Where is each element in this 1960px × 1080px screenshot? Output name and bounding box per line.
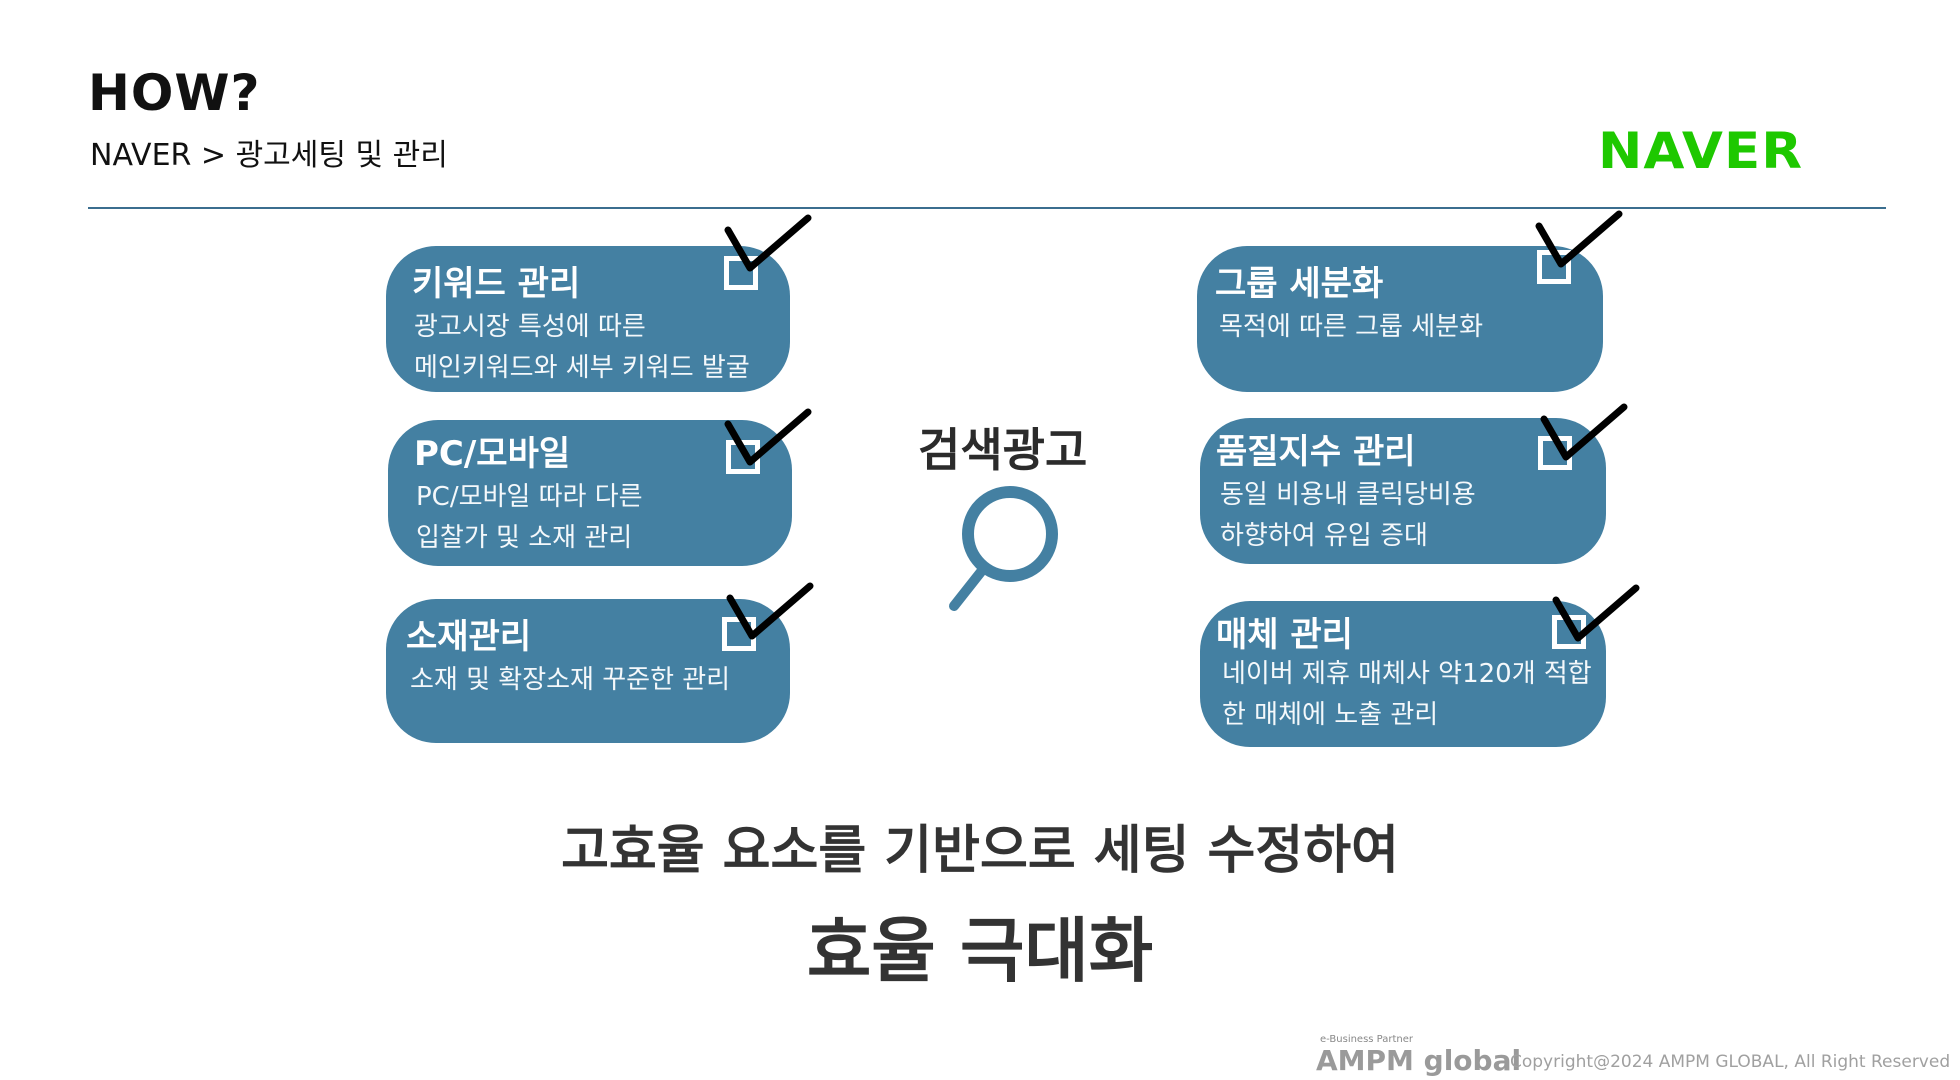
checkmark-icon xyxy=(1535,210,1623,268)
search-icon xyxy=(949,486,1058,611)
footer-partner-label: e-Business Partner xyxy=(1320,1034,1414,1045)
card-description: 메인키워드와 세부 키워드 발굴 xyxy=(414,353,750,383)
footer-brand-logo: AMPM global xyxy=(1316,1044,1522,1077)
checkmark-icon xyxy=(724,408,812,466)
checkmark-icon xyxy=(1552,584,1640,642)
card-keyword-management: 키워드 관리 광고시장 특성에 따른 메인키워드와 세부 키워드 발굴 xyxy=(386,246,790,392)
card-title: 매체 관리 xyxy=(1216,615,1353,655)
card-description: 광고시장 특성에 따른 xyxy=(414,312,646,342)
card-description: 하향하여 유입 증대 xyxy=(1220,521,1428,551)
conclusion-line: 고효율 요소를 기반으로 세팅 수정하여 xyxy=(561,821,1399,881)
card-title: 소재관리 xyxy=(406,617,532,657)
card-quality-score: 품질지수 관리 동일 비용내 클릭당비용 하향하여 유입 증대 xyxy=(1200,418,1606,564)
card-title: PC/모바일 xyxy=(414,434,571,474)
card-title: 그룹 세분화 xyxy=(1215,264,1384,304)
card-description: 입찰가 및 소재 관리 xyxy=(416,523,633,553)
card-description: 한 매체에 노출 관리 xyxy=(1222,700,1439,730)
card-description: 목적에 따른 그룹 세분화 xyxy=(1219,312,1483,342)
card-media-management: 매체 관리 네이버 제휴 매체사 약120개 적합 한 매체에 노출 관리 xyxy=(1200,601,1606,747)
card-group-segmentation: 그룹 세분화 목적에 따른 그룹 세분화 xyxy=(1197,246,1603,392)
card-creative-management: 소재관리 소재 및 확장소재 꾸준한 관리 xyxy=(386,599,790,743)
card-title: 키워드 관리 xyxy=(412,264,581,304)
conclusion-headline: 효율 극대화 xyxy=(806,910,1154,992)
naver-logo: NAVER xyxy=(1598,122,1804,180)
card-description: 소재 및 확장소재 꾸준한 관리 xyxy=(410,665,731,695)
card-description: 동일 비용내 클릭당비용 xyxy=(1220,480,1476,510)
card-pc-mobile: PC/모바일 PC/모바일 따라 다른 입찰가 및 소재 관리 xyxy=(388,420,792,566)
center-label: 검색광고 xyxy=(918,423,1088,477)
header-divider xyxy=(88,207,1886,209)
card-description: PC/모바일 따라 다른 xyxy=(416,482,643,512)
footer-copyright: Copyright@2024 AMPM GLOBAL, All Right Re… xyxy=(1510,1052,1951,1072)
page-title: HOW? xyxy=(88,64,261,122)
card-description: 네이버 제휴 매체사 약120개 적합 xyxy=(1222,659,1592,689)
checkmark-icon xyxy=(724,214,812,272)
checkmark-icon xyxy=(726,582,814,640)
checkmark-icon xyxy=(1540,403,1628,461)
card-title: 품질지수 관리 xyxy=(1216,432,1416,472)
breadcrumb: NAVER > 광고세팅 및 관리 xyxy=(90,138,448,173)
